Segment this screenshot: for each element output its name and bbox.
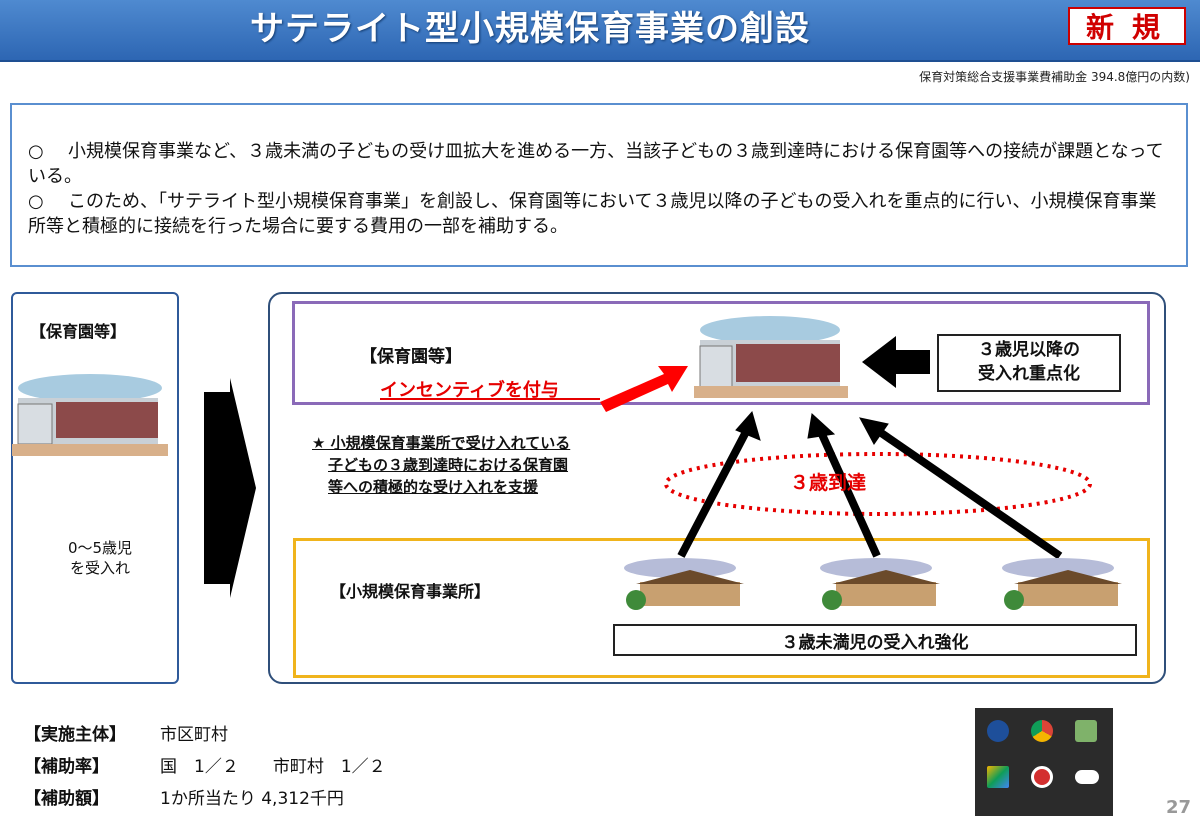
big-right-arrow: [204, 378, 256, 598]
info-value: 市区町村: [160, 725, 228, 745]
under3-strengthen-box: [613, 624, 1137, 656]
info-key: 【実施主体】: [24, 725, 126, 745]
age-range-text: 0～5歳児 を受入れ: [40, 538, 160, 578]
support-note-line: ★ 小規模保育事業所で受け入れている: [312, 434, 571, 452]
info-key: 【補助額】: [24, 789, 109, 809]
summary-text: 小規模保育事業など、３歳未満の子どもの受け皿拡大を進める一方、当該子どもの３歳到…: [28, 141, 1164, 187]
incentive-text: インセンティブを付与: [380, 380, 559, 401]
bullet: ○: [28, 191, 44, 212]
bullet: ○: [28, 141, 44, 162]
age3-line-1: ３歳児以降の: [978, 340, 1080, 360]
app-icon[interactable]: [1075, 720, 1097, 742]
small-building-icon: [1002, 558, 1122, 610]
page-number: 27: [1166, 797, 1192, 818]
google-drive-icon[interactable]: [987, 766, 1009, 788]
incentive-underline: [380, 398, 600, 400]
summary-box: ○小規模保育事業など、３歳未満の子どもの受け皿拡大を進める一方、当該子どもの３歳…: [10, 103, 1188, 267]
nursery-building-icon: [694, 316, 848, 398]
nursery-label: 【保育園等】: [360, 347, 462, 367]
left-panel: [11, 292, 179, 684]
info-key: 【補助率】: [24, 757, 109, 777]
small-nursery-label: 【小規模保育事業所】: [330, 582, 491, 601]
left-arrow: [862, 336, 930, 388]
school-building-icon: [12, 374, 168, 456]
chrome-icon[interactable]: [1031, 720, 1053, 742]
under3-strengthen-text: ３歳未満児の受入れ強化: [781, 633, 969, 653]
arrival-ellipse: [664, 452, 1092, 516]
info-value: 国 1／２ 市町村 1／２: [160, 757, 386, 777]
no-entry-icon[interactable]: [1031, 766, 1053, 788]
summary-item: ○小規模保育事業など、３歳未満の子どもの受け皿拡大を進める一方、当該子どもの３歳…: [28, 139, 1173, 189]
summary-item: ○このため、「サテライト型小規模保育事業」を創設し、保育園等において３歳児以降の…: [28, 189, 1173, 239]
info-value: 1か所当たり 4,312千円: [160, 789, 344, 809]
nursery-section: [292, 301, 1150, 405]
small-nursery-section: [293, 538, 1150, 678]
title-bar: [0, 0, 1200, 62]
age3-arrival-text: ３歳到達: [790, 472, 867, 494]
upward-arrows: [677, 410, 1063, 560]
age3-focus-text: ３歳児以降の 受入れ重点化: [937, 338, 1121, 386]
small-building-icon: [624, 558, 744, 610]
age-line-1: 0～5歳児: [67, 539, 133, 557]
small-building-icon: [820, 558, 940, 610]
system-tray-overflow: [975, 708, 1113, 816]
support-note-line: 子どもの３歳到達時における保育園: [328, 456, 569, 474]
onedrive-icon[interactable]: [1075, 770, 1099, 784]
age-line-2: を受入れ: [69, 559, 130, 577]
new-badge: 新規: [1068, 7, 1186, 45]
budget-note: 保育対策総合支援事業費補助金 394.8億円の内数): [919, 70, 1190, 84]
bluetooth-icon[interactable]: [987, 720, 1009, 742]
support-note: ★ 小規模保育事業所で受け入れている 子どもの３歳到達時における保育園 等への積…: [312, 432, 570, 498]
incentive-arrow: [600, 366, 688, 412]
age3-focus-box: [937, 334, 1121, 392]
support-note-line: 等への積極的な受け入れを支援: [328, 478, 539, 496]
left-panel-label: 【保育園等】: [30, 322, 127, 341]
age3-line-2: 受入れ重点化: [978, 364, 1080, 384]
page-title: サテライト型小規模保育事業の創設: [250, 9, 810, 49]
summary-text: このため、「サテライト型小規模保育事業」を創設し、保育園等において３歳児以降の子…: [28, 191, 1157, 237]
